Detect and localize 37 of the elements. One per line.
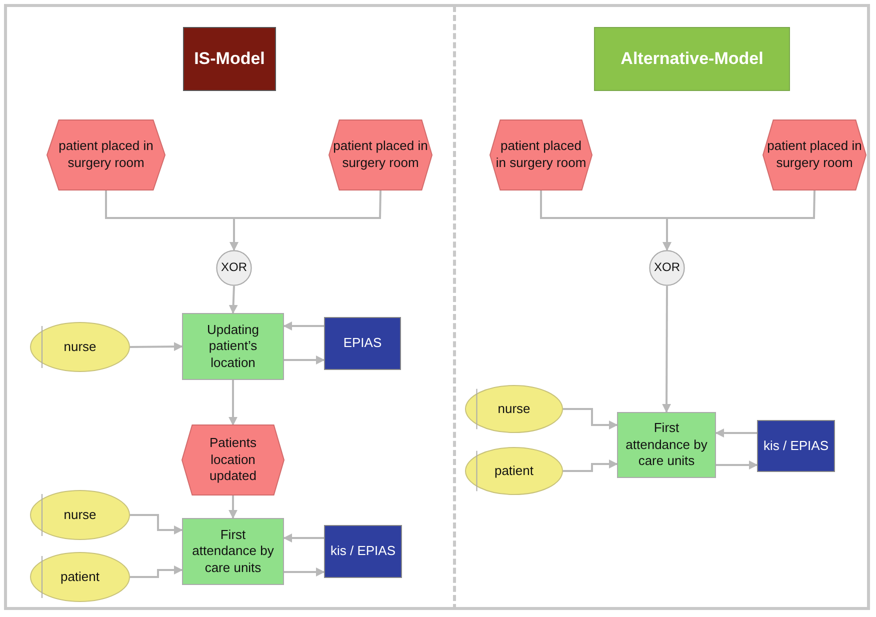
connector-arrow bbox=[130, 514, 183, 534]
connector-arrow bbox=[228, 495, 238, 519]
event-hexagon: patient placed in surgery room bbox=[329, 120, 432, 190]
connector-arrow bbox=[284, 568, 325, 576]
function-box: First attendance by care units bbox=[617, 412, 716, 478]
connector-arrow bbox=[228, 380, 238, 426]
function-box: First attendance by care units bbox=[182, 518, 284, 585]
connector-arrow bbox=[284, 356, 325, 364]
event-hexagon: patient placed in surgery room bbox=[763, 120, 866, 190]
connector-arrow bbox=[716, 460, 758, 470]
xor-connector: XOR bbox=[649, 250, 685, 286]
connector-arrow bbox=[715, 428, 757, 438]
event-hexagon: patient placed in surgery room bbox=[47, 120, 165, 190]
connector-arrow bbox=[563, 408, 618, 430]
connector-arrow bbox=[662, 286, 672, 413]
xor-connector: XOR bbox=[216, 250, 252, 286]
system-box: kis / EPIAS bbox=[324, 525, 402, 578]
connector-arrow bbox=[283, 534, 324, 542]
role-ellipse: nurse bbox=[465, 385, 563, 433]
event-hexagon: Patients location updated bbox=[182, 425, 284, 495]
connector-arrow bbox=[662, 190, 816, 251]
role-ellipse: patient bbox=[30, 552, 130, 602]
title-box: IS-Model bbox=[183, 27, 276, 91]
connector-arrow bbox=[228, 286, 238, 314]
title-box: Alternative-Model bbox=[594, 27, 790, 91]
event-hexagon: patient placed in surgery room bbox=[490, 120, 592, 190]
role-ellipse: patient bbox=[465, 447, 563, 495]
role-ellipse: nurse bbox=[30, 490, 130, 540]
connector-arrow bbox=[283, 322, 324, 330]
function-box: Updating patient’s location bbox=[182, 313, 284, 380]
role-ellipse: nurse bbox=[30, 322, 130, 372]
connector-arrow bbox=[130, 566, 183, 578]
system-box: kis / EPIAS bbox=[757, 420, 835, 472]
connector-arrow bbox=[563, 460, 618, 472]
connector-arrow bbox=[130, 342, 183, 352]
system-box: EPIAS bbox=[324, 317, 401, 370]
connector-arrow bbox=[230, 190, 382, 251]
